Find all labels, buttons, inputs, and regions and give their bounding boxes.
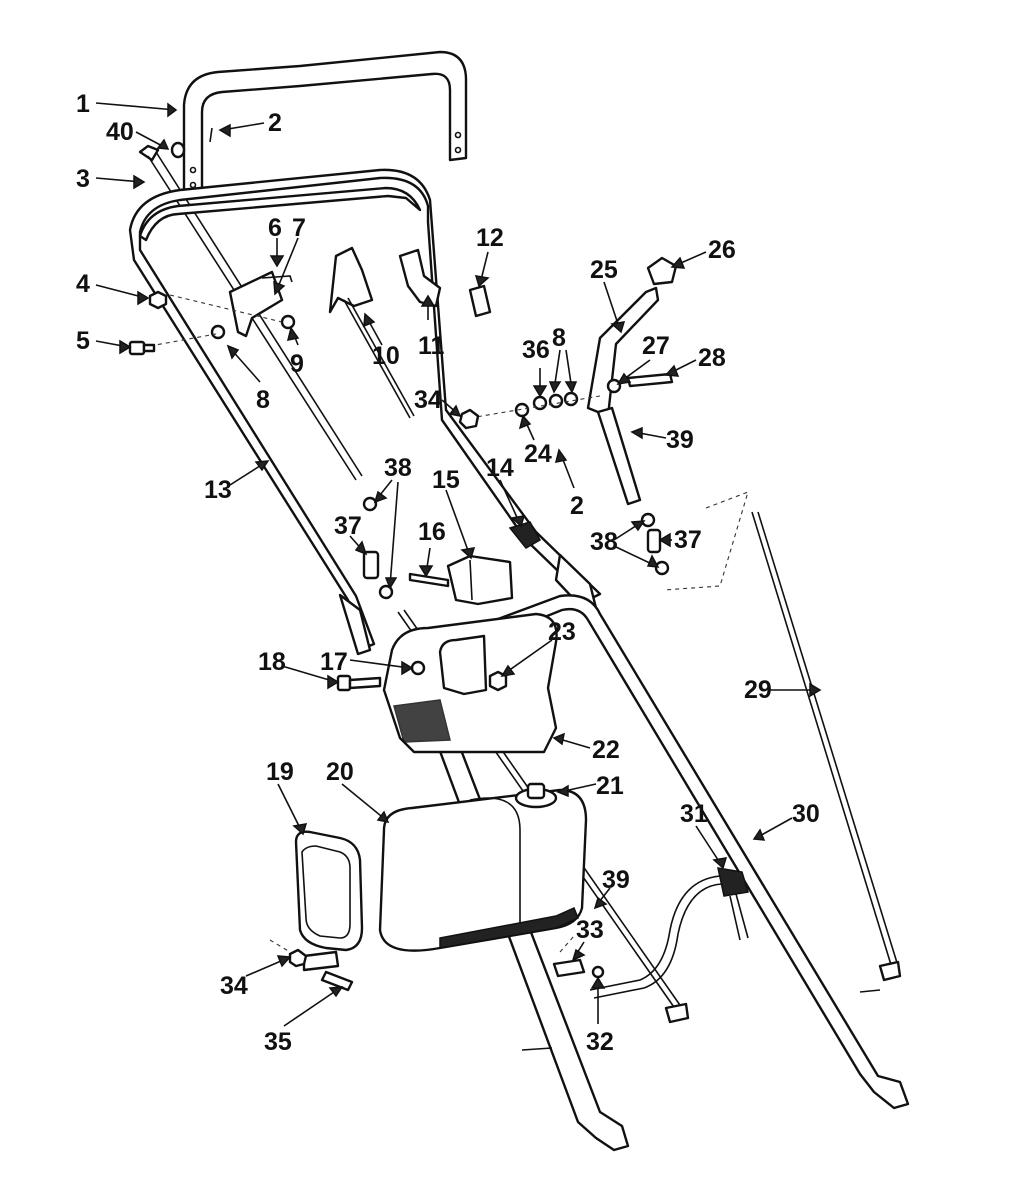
callout-23: 23	[548, 618, 576, 646]
bracket-15	[408, 554, 514, 606]
callout-22: 22	[592, 736, 620, 764]
callout-9: 9	[290, 350, 304, 378]
callout-39-lower: 39	[602, 866, 630, 894]
callout-25: 25	[590, 256, 618, 284]
callout-28: 28	[698, 344, 726, 372]
nut-4	[148, 290, 168, 310]
top-handle-bar	[182, 50, 468, 197]
callout-40: 40	[106, 118, 134, 146]
callout-15: 15	[432, 466, 460, 494]
callout-38-left: 38	[384, 454, 412, 482]
bolt-18	[336, 674, 382, 692]
callout-32: 32	[586, 1028, 614, 1056]
bracket-22	[382, 612, 558, 754]
callout-37-right: 37	[674, 526, 702, 554]
callout-6: 6	[268, 214, 282, 242]
washer-40	[170, 127, 213, 159]
callout-38-right: 38	[590, 528, 618, 556]
callout-10: 10	[372, 342, 400, 370]
callout-20: 20	[326, 758, 354, 786]
callout-36: 36	[522, 336, 550, 364]
callout-24: 24	[524, 440, 552, 468]
callout-11: 11	[418, 332, 445, 360]
right-spacers	[640, 491, 749, 591]
callout-27: 27	[642, 332, 670, 360]
clip-12	[468, 284, 492, 318]
callout-39-upper: 39	[666, 426, 694, 454]
callout-34-upper: 34	[414, 386, 442, 414]
callout-3: 3	[76, 165, 90, 193]
callout-31: 31	[680, 800, 708, 828]
left-spacers	[362, 496, 394, 600]
fuel-tank	[378, 782, 588, 952]
callout-13: 13	[204, 476, 232, 504]
callout-37-left: 37	[334, 512, 362, 540]
callout-8-left: 8	[256, 386, 270, 414]
callout-12: 12	[476, 224, 504, 252]
rod-29	[751, 511, 902, 982]
callout-19: 19	[266, 758, 294, 786]
callout-16: 16	[418, 518, 446, 546]
callout-29: 29	[744, 676, 772, 704]
callout-labels: 1 2 40 3 6 7 12 25 26 4 10 11 5 9 8 36 8…	[76, 90, 820, 1056]
callout-17: 17	[320, 648, 348, 676]
bracket-assembly	[149, 270, 296, 347]
tank-strap	[269, 830, 364, 992]
clip-11	[398, 248, 442, 308]
callout-30: 30	[792, 800, 820, 828]
callout-2: 2	[268, 109, 282, 137]
fastener-17	[410, 660, 426, 676]
callout-34-lower: 34	[220, 972, 248, 1000]
fuel-line	[552, 867, 749, 999]
leader-lines	[95, 102, 822, 1027]
throttle-control	[328, 246, 415, 419]
callout-2-lower: 2	[570, 492, 584, 520]
callout-5: 5	[76, 327, 90, 355]
callout-21: 21	[596, 772, 624, 800]
callout-4: 4	[76, 270, 90, 298]
callout-8-right: 8	[552, 324, 566, 352]
bolt-5	[128, 340, 156, 356]
callout-1: 1	[76, 90, 90, 118]
callout-14: 14	[486, 454, 514, 482]
upper-handle	[128, 168, 602, 656]
callout-18: 18	[258, 648, 286, 676]
callout-7: 7	[292, 214, 306, 242]
knob-14	[508, 521, 542, 549]
callout-35: 35	[264, 1028, 292, 1056]
callout-33: 33	[576, 916, 604, 944]
callout-26: 26	[708, 236, 736, 264]
